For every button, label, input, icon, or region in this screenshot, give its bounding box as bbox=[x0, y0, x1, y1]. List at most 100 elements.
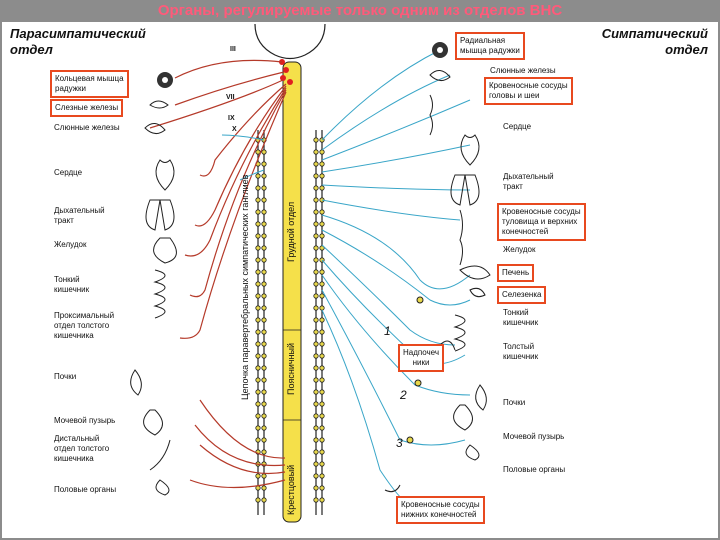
ganglion bbox=[261, 293, 267, 299]
ganglion bbox=[261, 365, 267, 371]
intestine-left-icon bbox=[153, 269, 166, 319]
brainstem-nucleus bbox=[287, 79, 293, 85]
label-kidneys-right: Почки bbox=[503, 398, 526, 407]
ganglion bbox=[255, 425, 261, 431]
ganglion bbox=[313, 377, 319, 383]
head-vessels-right-icon bbox=[429, 94, 433, 136]
ganglion bbox=[261, 197, 267, 203]
lungs-left-icon bbox=[145, 199, 175, 231]
label-ganglion-chain: Цепочка паравертебральных симпатических … bbox=[240, 174, 250, 400]
kidney-left-icon bbox=[130, 369, 142, 396]
ganglion bbox=[319, 161, 325, 167]
cranial-nerve-label: VII bbox=[226, 94, 235, 101]
ganglion bbox=[319, 377, 325, 383]
heart-right-icon bbox=[460, 134, 480, 166]
ganglion bbox=[313, 233, 319, 239]
label-large-intestine: Толстый кишечник bbox=[503, 342, 538, 362]
label-stomach-right: Желудок bbox=[503, 245, 536, 254]
ganglion bbox=[255, 221, 261, 227]
label-tear-glands: Слезные железы bbox=[50, 99, 124, 117]
ganglion bbox=[261, 473, 267, 479]
ganglion bbox=[261, 329, 267, 335]
ganglion bbox=[313, 137, 319, 143]
ganglion bbox=[261, 449, 267, 455]
ganglion bbox=[313, 425, 319, 431]
ganglion bbox=[255, 401, 261, 407]
label-line: кишечника bbox=[54, 454, 94, 463]
ganglion bbox=[319, 269, 325, 275]
label-line: конечностей bbox=[502, 227, 549, 236]
label-stomach-left: Желудок bbox=[54, 240, 87, 249]
label-small-intestine-left: Тонкий кишечник bbox=[54, 275, 89, 295]
ganglion bbox=[313, 485, 319, 491]
label-line: Толстый bbox=[503, 342, 535, 351]
ganglion bbox=[255, 305, 261, 311]
eye-left-icon bbox=[157, 72, 173, 88]
ganglion bbox=[313, 353, 319, 359]
genitals-left-icon bbox=[155, 479, 170, 496]
leg-vessels-right-icon bbox=[384, 484, 401, 493]
colon-left-icon bbox=[149, 439, 171, 471]
ganglion bbox=[319, 185, 325, 191]
ganglion bbox=[319, 305, 325, 311]
ganglion bbox=[313, 305, 319, 311]
label-line: тракт bbox=[503, 182, 523, 191]
ganglion bbox=[255, 269, 261, 275]
sympathetic-header-line: Симпатический bbox=[601, 26, 708, 41]
page-title: Органы, регулируемые только одним из отд… bbox=[157, 2, 563, 19]
ganglion bbox=[261, 269, 267, 275]
label-radial-muscle: Радиальная мышца радужки bbox=[455, 32, 525, 60]
ganglion bbox=[319, 245, 325, 251]
ganglion bbox=[313, 497, 319, 503]
label-kidneys-left: Почки bbox=[54, 372, 77, 381]
adrenal-right-icon bbox=[439, 340, 456, 351]
ganglion bbox=[319, 425, 325, 431]
liver-right-icon bbox=[459, 265, 491, 280]
label-line: отдел толстого bbox=[54, 444, 110, 453]
ganglion bbox=[261, 245, 267, 251]
label-bladder-right: Мочевой пузырь bbox=[503, 432, 565, 441]
ganglion bbox=[319, 365, 325, 371]
marker-number: 1 bbox=[384, 324, 391, 338]
label-line: кишечник bbox=[503, 352, 539, 361]
ganglion bbox=[255, 329, 261, 335]
ganglion bbox=[319, 461, 325, 467]
ganglion bbox=[319, 233, 325, 239]
label-salivary-left: Слюнные железы bbox=[54, 123, 120, 132]
ganglion bbox=[319, 173, 325, 179]
label-line: Дистальный bbox=[54, 434, 100, 443]
label-genitals-right: Половые органы bbox=[503, 465, 566, 474]
ganglion bbox=[261, 389, 267, 395]
parasympathetic-pathways bbox=[149, 59, 287, 489]
ganglion bbox=[255, 197, 261, 203]
ganglion bbox=[255, 293, 261, 299]
ganglion bbox=[313, 389, 319, 395]
ganglion bbox=[313, 473, 319, 479]
parasympathetic-header: Парасимпатический отдел bbox=[10, 26, 146, 58]
lungs-right-icon bbox=[450, 174, 480, 206]
ganglion bbox=[319, 497, 325, 503]
brainstem-nucleus bbox=[280, 75, 286, 81]
ganglion bbox=[261, 281, 267, 287]
ganglion bbox=[261, 497, 267, 503]
label-thoracic: Грудной отдел bbox=[286, 201, 296, 262]
ganglion bbox=[313, 269, 319, 275]
ganglion bbox=[261, 233, 267, 239]
ganglion bbox=[313, 209, 319, 215]
ganglion bbox=[255, 497, 261, 503]
label-genitals-left: Половые органы bbox=[54, 485, 117, 494]
label-line: тракт bbox=[54, 216, 74, 225]
marker-number: 3 bbox=[396, 436, 403, 450]
prevertebral-ganglion bbox=[416, 296, 424, 304]
ganglion bbox=[319, 221, 325, 227]
cranial-nerve-label: IX bbox=[228, 115, 235, 122]
marker-number: 2 bbox=[400, 388, 407, 402]
ganglion bbox=[255, 473, 261, 479]
ganglion bbox=[261, 341, 267, 347]
ganglion bbox=[319, 281, 325, 287]
label-line: головы и шеи bbox=[489, 91, 540, 100]
spinal-cord bbox=[282, 61, 302, 523]
label-line: Кольцевая мышца bbox=[55, 74, 124, 83]
ganglion bbox=[319, 149, 325, 155]
